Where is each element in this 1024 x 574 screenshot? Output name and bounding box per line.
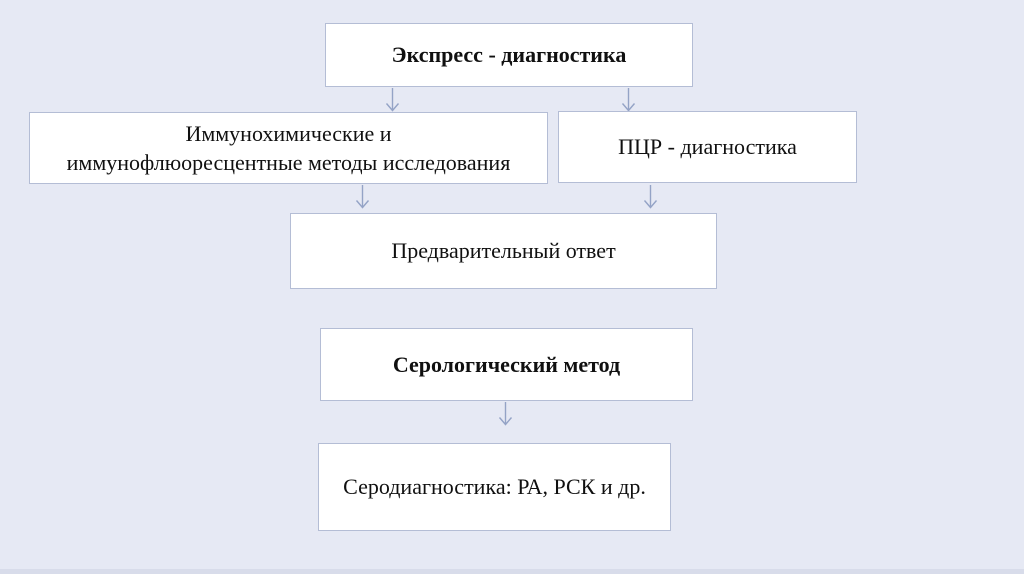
arrow-pcr-to-preliminary bbox=[643, 185, 658, 209]
node-serological-method: Серологический метод bbox=[320, 328, 693, 401]
node-serodiagnostics: Серодиагностика: РА, РСК и др. bbox=[318, 443, 671, 531]
node-label: Серологический метод bbox=[392, 351, 621, 377]
node-label: Серодиагностика: РА, РСК и др. bbox=[343, 474, 646, 500]
arrow-express-to-immunochemical bbox=[385, 88, 400, 112]
slide-bottom-edge bbox=[0, 569, 1024, 574]
node-label: Экспресс - диагностика bbox=[391, 42, 627, 68]
arrow-immunochemical-to-preliminary bbox=[355, 185, 370, 209]
node-immunochemical-methods: Иммунохимические и иммунофлюоресцентные … bbox=[29, 112, 548, 184]
arrow-serological-to-serodiagnostics bbox=[498, 402, 513, 426]
node-express-diagnostics: Экспресс - диагностика bbox=[325, 23, 693, 87]
node-pcr-diagnostics: ПЦР - диагностика bbox=[558, 111, 857, 183]
node-label: Предварительный ответ bbox=[391, 238, 616, 264]
node-label: Иммунохимические и иммунофлюоресцентные … bbox=[66, 120, 511, 175]
node-label: ПЦР - диагностика bbox=[618, 134, 797, 160]
node-preliminary-answer: Предварительный ответ bbox=[290, 213, 717, 289]
arrow-express-to-pcr bbox=[621, 88, 636, 112]
